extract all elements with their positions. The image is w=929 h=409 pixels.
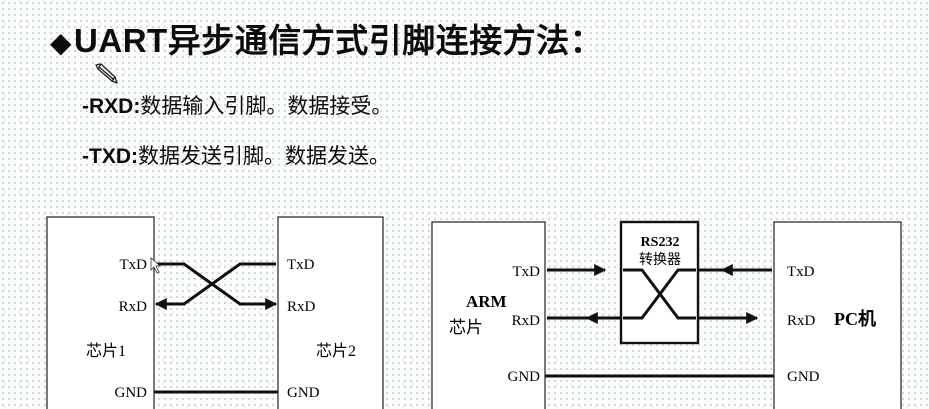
mouse-pointer-icon <box>150 257 162 274</box>
left-diagram: TxD RxD 芯片1 GND TxD RxD 芯片2 GND <box>46 216 384 409</box>
pc-rxd-label: RxD <box>787 313 816 329</box>
pc-box <box>773 221 902 409</box>
chip1-rxd-label: RxD <box>119 299 148 315</box>
wire-chip2-txd-to-chip1-rxd <box>154 262 276 310</box>
chip2-name: 芯片2 <box>316 342 356 360</box>
arm-chip-box <box>431 221 546 409</box>
bullet-rxd: -RXD:数据输入引脚。数据接受。 <box>82 90 392 120</box>
chip2-txd-label: TxD <box>287 257 315 273</box>
bullet-txd: -TXD:数据发送引脚。数据发送。 <box>82 140 390 170</box>
arm-subtitle: 芯片 <box>449 318 483 337</box>
pc-gnd-label: GND <box>787 369 820 385</box>
arm-title: ARM <box>466 292 507 311</box>
converter-subtitle: 转换器 <box>639 251 681 268</box>
rs232-converter-box <box>619 220 700 345</box>
chip2-box <box>277 216 384 409</box>
rxd-key: -RXD: <box>82 95 141 118</box>
txd-key: -TXD: <box>82 145 138 168</box>
title-text: UART异步通信方式引脚连接方法 <box>74 22 570 59</box>
arm-txd-label: TxD <box>513 264 541 280</box>
arm-rxd-label: RxD <box>512 313 541 329</box>
diamond-bullet-icon: ◆ <box>50 26 73 59</box>
right-signal-wires <box>547 264 772 324</box>
arm-gnd-label: GND <box>508 369 541 385</box>
rxd-description: 数据输入引脚。数据接受。 <box>140 94 393 118</box>
converter-title: RS232 <box>641 235 680 250</box>
txd-description: 数据发送引脚。数据发送。 <box>138 144 390 168</box>
pencil-cursor-icon <box>95 63 118 84</box>
wire-converter-cross-b <box>623 268 696 320</box>
chip1-name: 芯片1 <box>86 342 126 360</box>
wire-chip1-txd-to-chip2-rxd <box>156 262 278 310</box>
left-crossover-wires <box>154 262 278 310</box>
chip2-rxd-label: RxD <box>287 299 316 315</box>
pc-title: PC机 <box>834 309 876 329</box>
chip2-gnd-label: GND <box>287 385 320 401</box>
chip1-gnd-label: GND <box>115 385 148 401</box>
pc-txd-label: TxD <box>787 264 815 280</box>
right-diagram: ARM 芯片 TxD RxD GND RS232 转换器 TxD RxD PC机… <box>431 220 902 409</box>
title-colon: ： <box>569 21 604 60</box>
chip1-txd-label: TxD <box>120 257 148 273</box>
page-title: ◆UART异步通信方式引脚连接方法： <box>50 14 603 62</box>
chip1-box <box>46 216 155 409</box>
